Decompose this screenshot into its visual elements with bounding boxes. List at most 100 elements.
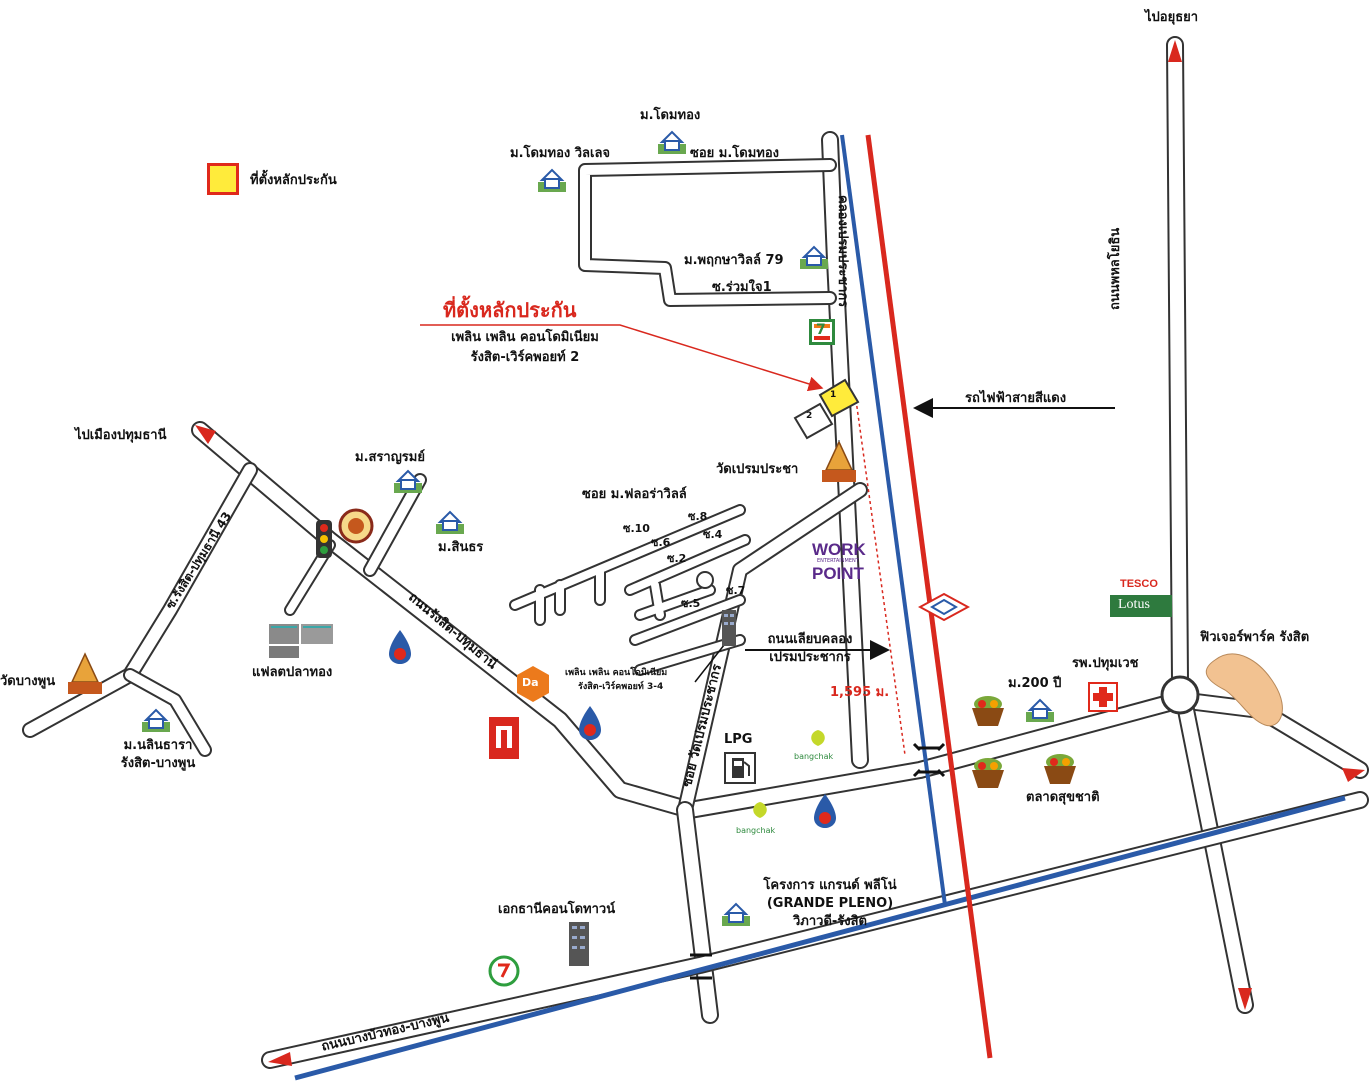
place-plearn34-label-2: รังสิต-เวิร์คพอยท์ 3-4 bbox=[578, 682, 664, 692]
pt-icon bbox=[488, 955, 520, 987]
dd-label: Da bbox=[522, 676, 539, 689]
site-line-2: รังสิต-เวิร์คพอยท์ 2 bbox=[470, 350, 580, 365]
road-soi-43 bbox=[22, 462, 258, 738]
place-future-park-label: ฟิวเจอร์พาร์ค รังสิต bbox=[1200, 630, 1310, 645]
place-pruksa79-label: ม.พฤกษาวิลล์ 79 bbox=[684, 253, 784, 268]
red-rail-line bbox=[865, 134, 993, 1059]
phahon-road-label: ถนนพหลโยธิน bbox=[1108, 227, 1123, 310]
place-talad-label: ตลาดสุขชาติ bbox=[1026, 790, 1100, 805]
bangchak-label-1: bangchak bbox=[794, 752, 834, 761]
village-icon bbox=[538, 168, 566, 192]
village-icon bbox=[394, 469, 422, 493]
plearn34-pointer bbox=[694, 639, 729, 683]
tesco-label: TESCO bbox=[1120, 578, 1158, 590]
soi-7-label: ซ.7 bbox=[726, 584, 746, 597]
place-saranrom-label: ม.สราญรมย์ bbox=[355, 450, 425, 465]
village-icon bbox=[436, 510, 464, 534]
ptt-icon bbox=[814, 794, 836, 828]
soi-4-label: ซ.4 bbox=[703, 528, 723, 541]
legend-swatch bbox=[207, 163, 239, 195]
road-nalinthara bbox=[123, 668, 212, 757]
ptt-icon bbox=[579, 706, 601, 740]
ptt-icon bbox=[389, 630, 411, 664]
direction-arrows bbox=[195, 40, 1365, 1066]
bangchak-icon bbox=[811, 730, 825, 746]
soi-5-label: ซ.5 bbox=[681, 597, 701, 610]
red-line-label: รถไฟฟ้าสายสีแดง bbox=[965, 391, 1067, 406]
seven-eleven-icon bbox=[809, 319, 835, 345]
isuzu-icon bbox=[489, 717, 519, 759]
soi-10-label: ซ.10 bbox=[623, 522, 650, 535]
place-m200-label: ม.200 ปี bbox=[1008, 676, 1062, 691]
canal-side-road-label-1: ถนนเลียบคลอง bbox=[767, 632, 853, 647]
workpoint-logo-3: POINT bbox=[812, 564, 864, 583]
to-pathumthani-label: ไปเมืองปทุมธานี bbox=[75, 428, 167, 443]
soi-domthong-label: ซอย ม.โดมทอง bbox=[690, 146, 780, 161]
lotus-logo-bg bbox=[1110, 595, 1172, 617]
site-building-1-label: 1 bbox=[830, 390, 837, 400]
place-flat-plathong-label: แฟลตปลาทอง bbox=[252, 665, 333, 680]
place-grande-label-2: (GRANDE PLENO) bbox=[766, 896, 894, 911]
place-nalinthara-label-1: ม.นลินธารา bbox=[123, 738, 193, 753]
place-sinthon-label: ม.สินธร bbox=[438, 540, 484, 555]
site-buildings bbox=[793, 378, 860, 440]
roads bbox=[22, 36, 1369, 1069]
site-title: ที่ตั้งหลักประกัน bbox=[443, 298, 577, 322]
to-ayutthaya-label: ไปอยุธยา bbox=[1145, 10, 1199, 25]
canal-line bbox=[840, 134, 947, 906]
village-icon bbox=[1026, 698, 1054, 722]
road-soi-wat-prem bbox=[677, 482, 868, 818]
gas-pump-icon bbox=[724, 752, 756, 784]
dd-icon bbox=[517, 666, 549, 702]
soi-ruamjai-label: ซ.ร่วมใจ1 bbox=[712, 280, 772, 295]
bangchak-label-2: bangchak bbox=[736, 826, 776, 835]
traffic-light-icon bbox=[316, 520, 332, 558]
bangchak-icon bbox=[753, 802, 767, 818]
market-basket-icon bbox=[972, 696, 1004, 726]
place-domthong-villa-label: ม.โดมทอง วิลเลจ bbox=[510, 146, 611, 161]
place-plearn34-label-1: เพลิน เพลิน คอนโดมิเนียม bbox=[565, 668, 668, 678]
site-building-2-label: 2 bbox=[806, 411, 813, 421]
village-icon bbox=[142, 708, 170, 732]
place-ekthani-label: เอกธานีคอนโดทาวน์ bbox=[498, 902, 616, 917]
hospital-icon bbox=[1088, 682, 1118, 712]
road-canal-side bbox=[821, 131, 869, 769]
village-icon bbox=[658, 130, 686, 154]
road-soi-flora bbox=[509, 504, 751, 676]
place-wat-bangphun-label: วัดบางพูน bbox=[0, 674, 56, 689]
village-icon bbox=[722, 902, 750, 926]
soi-2-label: ซ.2 bbox=[667, 552, 687, 565]
road-south bbox=[676, 801, 719, 1024]
building-icon bbox=[269, 624, 333, 658]
place-pathumvej-label: รพ.ปทุมเวช bbox=[1072, 656, 1139, 671]
tower-icon bbox=[722, 610, 736, 646]
place-grande-label-3: วิภาวดี-รังสิต bbox=[792, 914, 867, 929]
canal-side-road-label-2: เปรมประชากร bbox=[769, 650, 851, 665]
lotus-label: Lotus bbox=[1118, 597, 1150, 612]
temple-icon bbox=[68, 652, 102, 694]
village-icon bbox=[800, 245, 828, 269]
market-basket-icon bbox=[1044, 754, 1076, 784]
place-wat-prem-label: วัดเปรมประชา bbox=[716, 462, 799, 477]
legend-label: ที่ตั้งหลักประกัน bbox=[250, 173, 337, 188]
station-icon bbox=[918, 592, 970, 622]
canal-label: คลองเปรมประชากร bbox=[835, 195, 850, 308]
site-callout-arrow bbox=[420, 324, 824, 392]
crossing-markers bbox=[690, 742, 946, 980]
distance-label: 1,595 ม. bbox=[830, 685, 890, 700]
blue-south-line bbox=[294, 795, 1346, 1081]
site-line-1: เพลิน เพลิน คอนโดมิเนียม bbox=[451, 330, 599, 345]
road-saranrom bbox=[363, 473, 427, 577]
place-nalinthara-label-2: รังสิต-บางพูน bbox=[120, 756, 196, 771]
tower-icon bbox=[569, 922, 589, 966]
road-soi-domthong bbox=[578, 158, 837, 307]
seven-eleven-label: 7 bbox=[816, 322, 826, 338]
market-basket-icon bbox=[972, 758, 1004, 788]
temple-icon bbox=[822, 440, 856, 482]
soi-8-label: ซ.8 bbox=[688, 510, 708, 523]
soi-flora-label: ซอย ม.ฟลอร่าวิลล์ bbox=[582, 487, 687, 502]
workpoint-logo-2: ENTERTAINMENT bbox=[817, 558, 859, 564]
place-domthong-label: ม.โดมทอง bbox=[640, 108, 701, 123]
soi-6-label: ซ.6 bbox=[651, 536, 671, 549]
